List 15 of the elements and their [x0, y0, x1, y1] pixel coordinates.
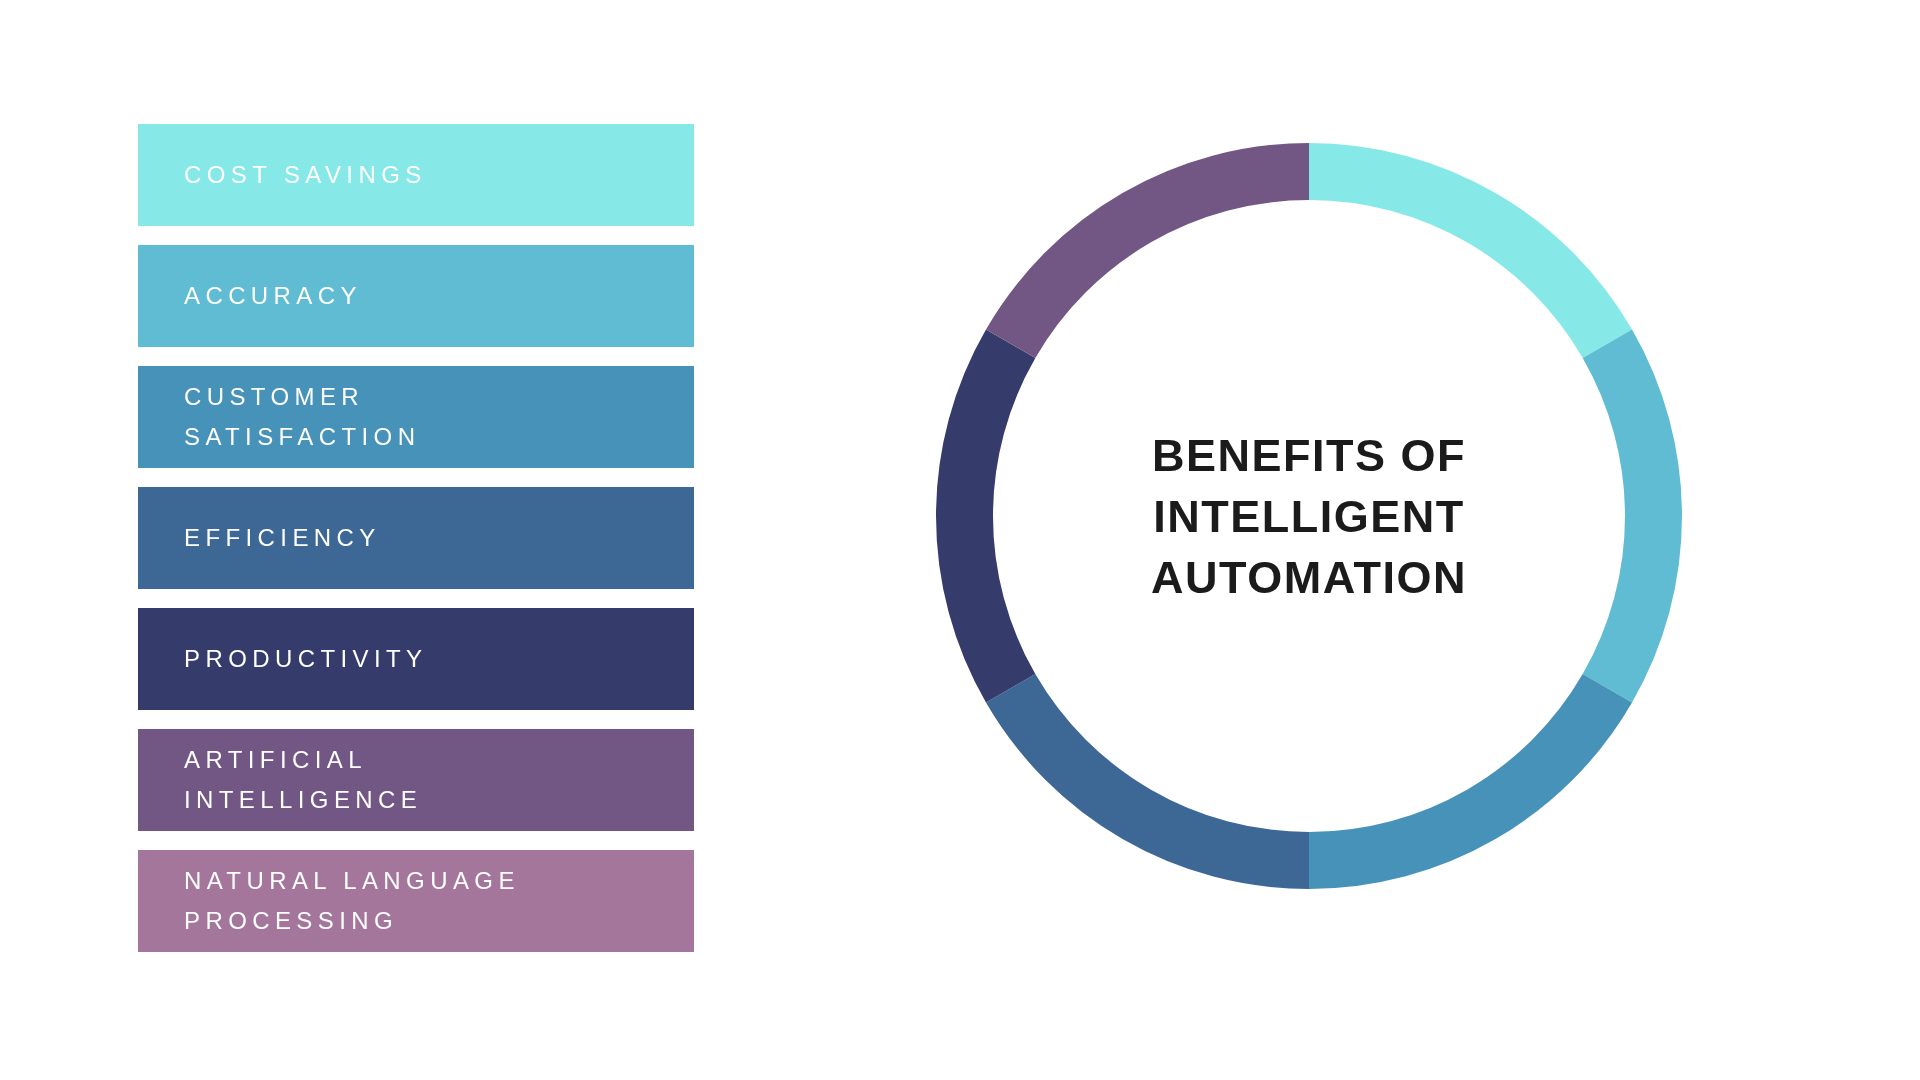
- benefit-box: [138, 245, 694, 347]
- benefit-box: [138, 487, 694, 589]
- center-title: BENEFITS OF INTELLIGENT AUTOMATION: [1150, 428, 1468, 605]
- benefit-box: [138, 608, 694, 710]
- benefit-box: [138, 729, 694, 831]
- benefit-label: ACCURACY: [184, 281, 362, 311]
- benefit-label: COST SAVINGS: [184, 160, 427, 190]
- benefit-box: [138, 366, 694, 468]
- benefit-label: PRODUCTIVITY: [184, 644, 428, 674]
- benefit-box: [138, 850, 694, 952]
- benefit-label: NATURAL LANGUAGE PROCESSING: [184, 866, 521, 936]
- benefit-label: CUSTOMER SATISFACTION: [184, 382, 422, 452]
- benefit-label: ARTIFICIAL INTELLIGENCE: [184, 745, 424, 815]
- benefit-box: [138, 124, 694, 226]
- benefit-label: EFFICIENCY: [184, 523, 381, 553]
